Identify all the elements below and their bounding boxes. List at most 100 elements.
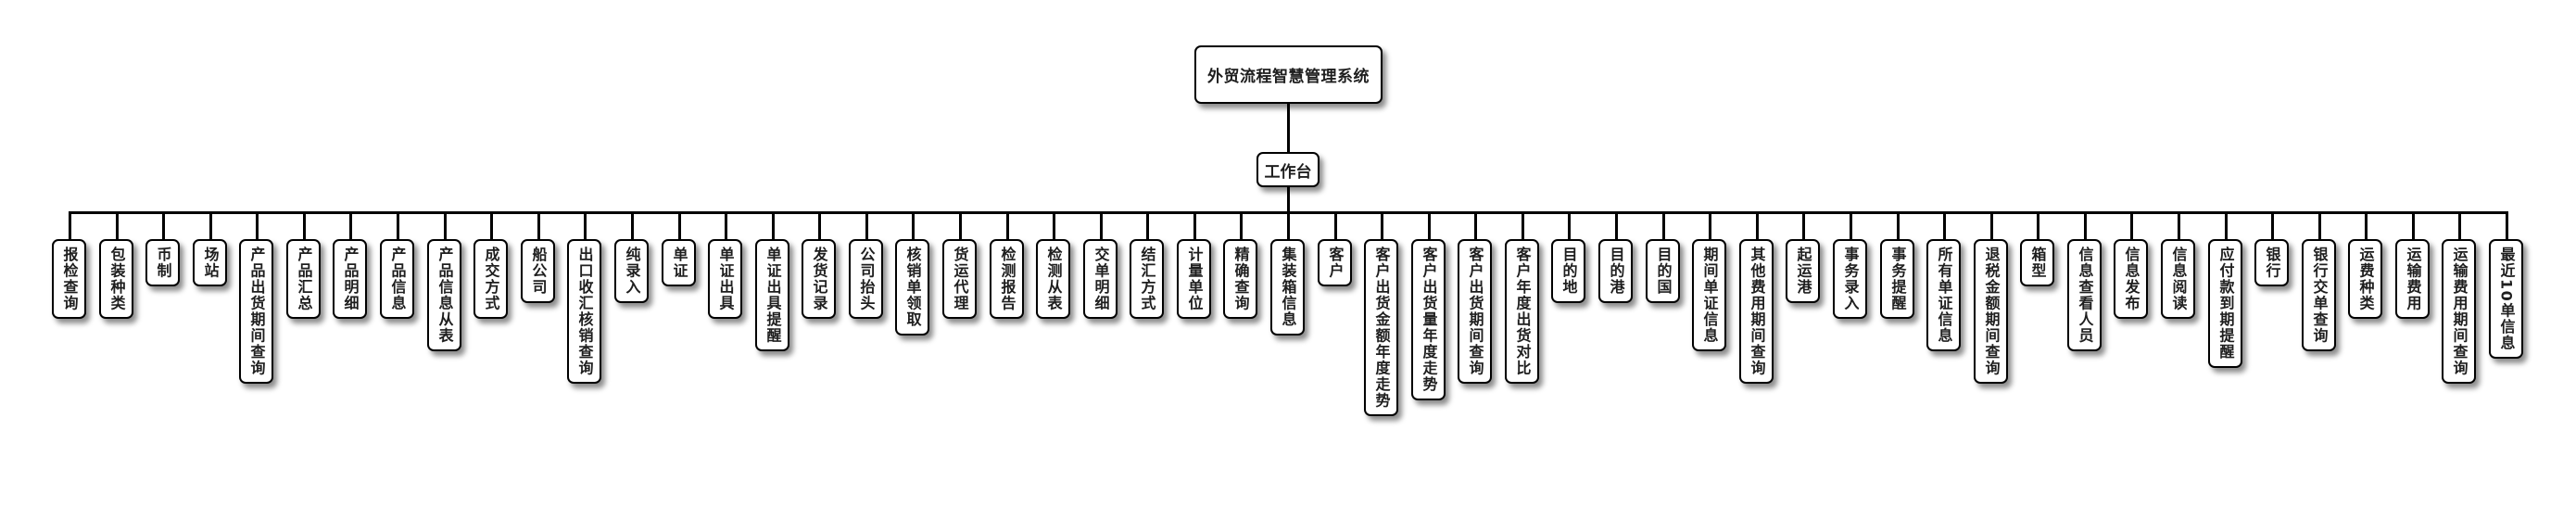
connector-drop-line [444, 211, 447, 239]
connector-drop-line [1990, 211, 1993, 239]
module-node: 运输费用 [2395, 239, 2430, 319]
module-node-label: 箱型 [2028, 247, 2047, 279]
module-node-label: 客户出货量年度走势 [1420, 247, 1438, 393]
module-node-label: 精确查询 [1231, 247, 1250, 311]
module-node-label: 客户 [1326, 247, 1345, 279]
connector-drop-line [865, 211, 868, 239]
connector-drop-line [1381, 211, 1383, 239]
module-node-label: 客户出货金额年度走势 [1372, 247, 1391, 409]
connector-drop-line [959, 211, 962, 239]
module-node: 所有单证信息 [1926, 239, 1961, 351]
connector-drop-line [2084, 211, 2087, 239]
module-node: 目的国 [1646, 239, 1680, 303]
module-node-label: 产品信息 [388, 247, 407, 311]
connector-drop-line [1146, 211, 1149, 239]
connector-drop-line [584, 211, 587, 239]
connector-drop-line [912, 211, 915, 239]
module-node: 银行交单查询 [2302, 239, 2336, 351]
module-node-label: 集装箱信息 [1279, 247, 1297, 328]
connector-drop-line [678, 211, 681, 239]
module-node: 检测报告 [990, 239, 1024, 319]
module-node: 信息阅读 [2161, 239, 2195, 319]
connector-drop-line [1802, 211, 1805, 239]
module-node-label: 银行 [2263, 247, 2281, 279]
connector-drop-line [162, 211, 165, 239]
connector-drop-line [1334, 211, 1337, 239]
connector-drop-line [209, 211, 212, 239]
module-node-label: 报检查询 [60, 247, 79, 311]
module-node: 单证 [662, 239, 696, 286]
connector-drop-line [69, 211, 71, 239]
module-node-label: 核销单领取 [903, 247, 922, 328]
module-node: 包装种类 [99, 239, 133, 319]
module-node: 信息查看人员 [2067, 239, 2102, 351]
root-node: 外贸流程智慧管理系统 [1194, 45, 1383, 104]
connector-drop-line [490, 211, 493, 239]
module-node: 客户 [1318, 239, 1352, 286]
module-node: 信息发布 [2114, 239, 2148, 319]
module-node: 场站 [193, 239, 227, 286]
module-node-label: 结汇方式 [1138, 247, 1156, 311]
connector-drop-line [537, 211, 540, 239]
connector-drop-line [397, 211, 399, 239]
module-node-label: 银行交单查询 [2310, 247, 2329, 344]
module-node-label: 检测从表 [1044, 247, 1063, 311]
module-node: 目的港 [1598, 239, 1633, 303]
connector-drop-line [1428, 211, 1431, 239]
module-node: 公司抬头 [849, 239, 883, 319]
module-node: 产品汇总 [286, 239, 321, 319]
module-node: 纯录入 [614, 239, 649, 303]
module-node-label: 信息阅读 [2169, 247, 2188, 311]
module-node-label: 检测报告 [998, 247, 1017, 311]
connector-drop-line [1615, 211, 1618, 239]
module-node: 精确查询 [1223, 239, 1257, 319]
module-node: 产品出货期间查询 [239, 239, 273, 384]
module-node-label: 单证出具 [716, 247, 735, 311]
module-node-label: 单证出具提醒 [764, 247, 782, 344]
module-node-label: 信息查看人员 [2076, 247, 2094, 344]
module-node-label: 事务提醒 [1888, 247, 1907, 311]
module-node-label: 事务录入 [1841, 247, 1860, 311]
module-node-label: 产品汇总 [295, 247, 313, 311]
connector-drop-line [1053, 211, 1055, 239]
connector-drop-line [1568, 211, 1571, 239]
module-node-label: 计量单位 [1185, 247, 1204, 311]
module-node: 计量单位 [1177, 239, 1211, 319]
module-node-label: 船公司 [529, 247, 548, 296]
module-node-label: 起运港 [1794, 247, 1812, 296]
module-node-label: 运输费用 [2404, 247, 2422, 311]
module-node-label: 产品出货期间查询 [247, 247, 266, 376]
module-node: 事务提醒 [1880, 239, 1914, 319]
connector-drop-line [2225, 211, 2228, 239]
connector-drop-line [303, 211, 306, 239]
module-node-label: 产品明细 [341, 247, 360, 311]
module-node: 运费种类 [2348, 239, 2382, 319]
module-node-label: 场站 [201, 247, 220, 279]
connector-drop-line [1756, 211, 1759, 239]
connector-drop-line [2130, 211, 2133, 239]
module-node: 集装箱信息 [1270, 239, 1305, 335]
root-node-label: 外贸流程智慧管理系统 [1207, 68, 1370, 86]
connector-drop-line [1662, 211, 1665, 239]
connector-drop-line [2271, 211, 2274, 239]
module-node-label: 目的国 [1654, 247, 1673, 296]
connector-root-to-hub [1287, 104, 1290, 152]
module-node-label: 期间单证信息 [1700, 247, 1719, 344]
module-node: 起运港 [1786, 239, 1820, 303]
module-node: 检测从表 [1036, 239, 1070, 319]
connector-drop-line [1474, 211, 1477, 239]
connector-drop-line [772, 211, 775, 239]
hub-node-label: 工作台 [1264, 162, 1312, 182]
module-node-label: 纯录入 [623, 247, 641, 296]
module-node-label: 应付款到期提醒 [2216, 247, 2235, 361]
module-node: 最近10单信息 [2489, 239, 2523, 359]
connector-drop-line [349, 211, 352, 239]
module-node: 箱型 [2020, 239, 2054, 286]
module-node: 客户出货金额年度走势 [1364, 239, 1398, 416]
module-node: 客户出货期间查询 [1458, 239, 1492, 384]
module-node-label: 客户年度出货对比 [1513, 247, 1532, 376]
module-node-label: 出口收汇核销查询 [575, 247, 594, 376]
connector-drop-line [1100, 211, 1103, 239]
module-node: 银行 [2254, 239, 2289, 286]
